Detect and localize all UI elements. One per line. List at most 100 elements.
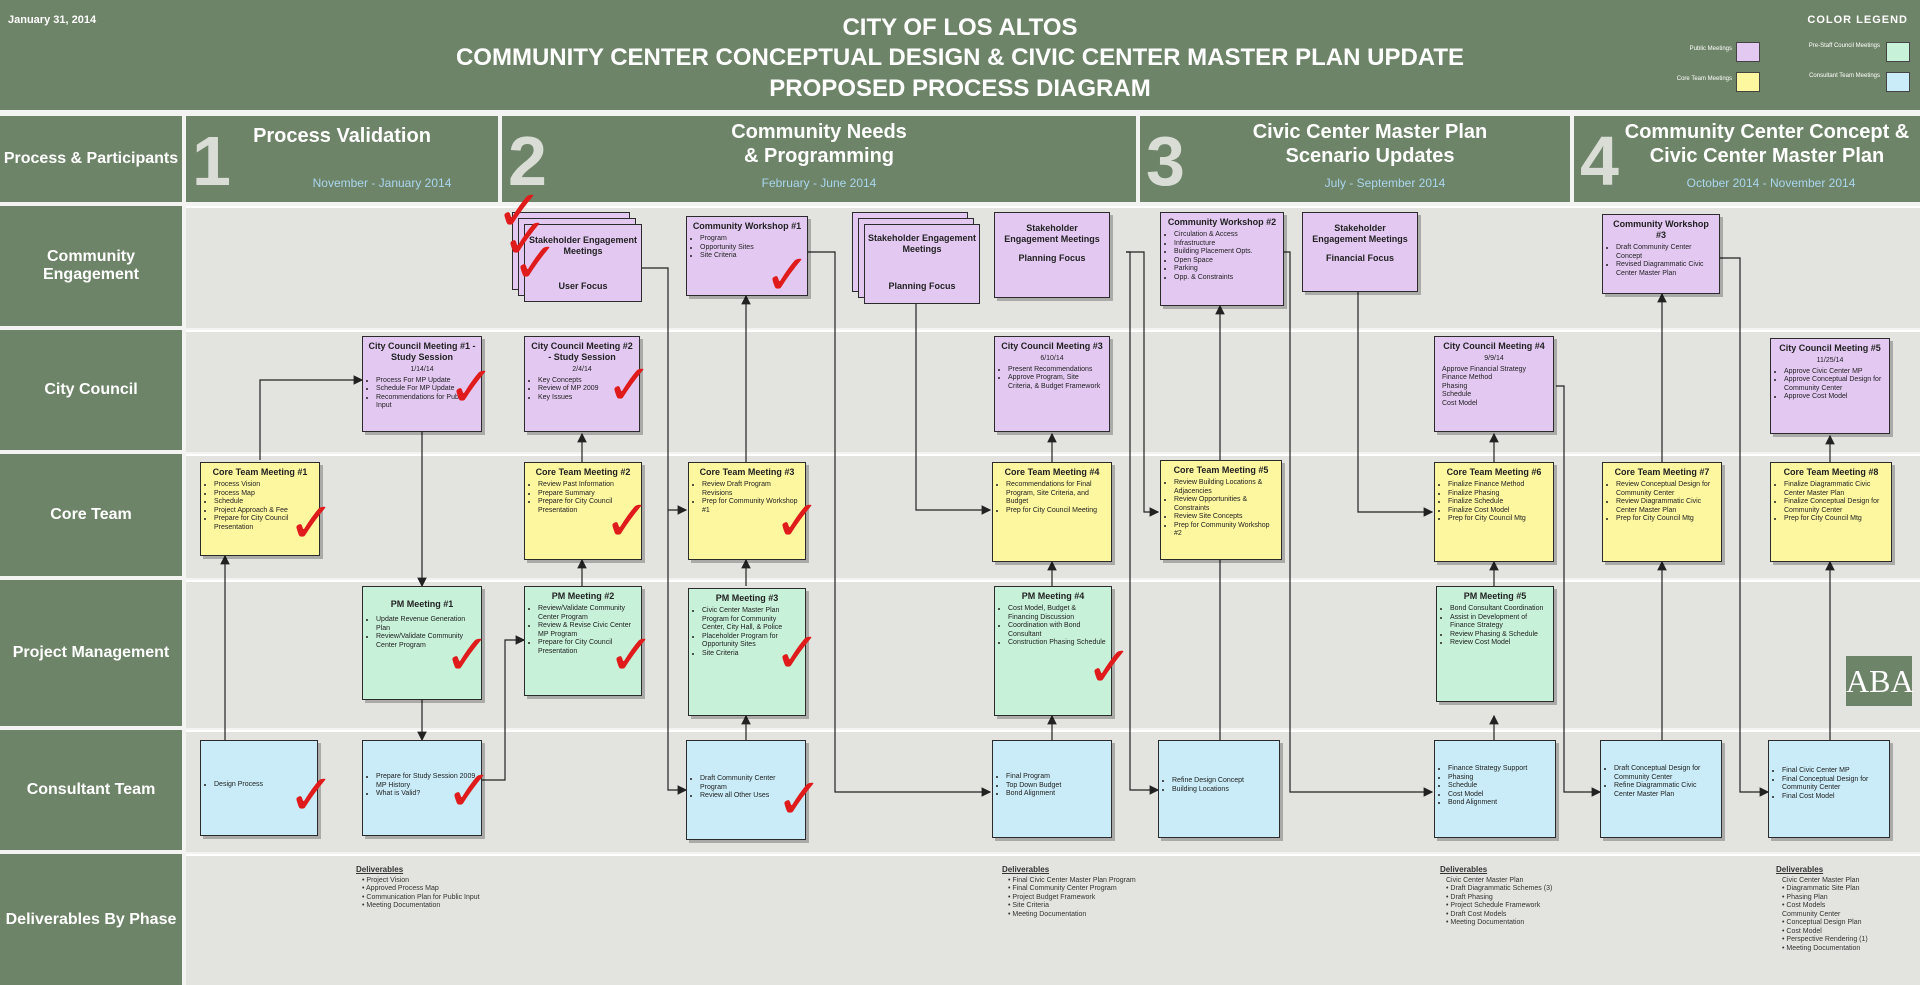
pm3-title: PM Meeting #3 [715, 593, 779, 603]
ct7-title: Core Team Meeting #7 [1614, 467, 1710, 477]
list-item: Review Site Concepts [1174, 513, 1276, 522]
phase-1-title: Process Validation [253, 125, 431, 147]
list-item: Refine Design Concept [1172, 777, 1274, 786]
cc4-title: City Council Meeting #4 [1443, 341, 1545, 351]
check-icon: ✓ [608, 623, 655, 688]
list-item: Present Recommendations [1008, 366, 1104, 375]
list-item: Review Diagrammatic Civic Center Master … [1616, 498, 1716, 515]
ct1-items: Process Vision Process Map Schedule Proj… [206, 481, 314, 532]
list-item: Process Map [214, 490, 314, 499]
check-icon: ✓ [764, 243, 811, 308]
stakeholder-4: Stakeholder Engagement Meetings Financia… [1302, 212, 1418, 292]
list-item: Review Cost Model [1450, 639, 1548, 648]
list-item: Update Revenue Generation Plan [376, 616, 476, 633]
check-icon: ✓ [604, 489, 651, 554]
ct6-items: Finalize Finance Method Finalize Phasing… [1440, 481, 1548, 524]
ct3-title: Core Team Meeting #3 [699, 467, 795, 477]
pm-meeting-5: PM Meeting #5 Bond Consultant Coordinati… [1436, 586, 1554, 702]
core-team-meeting-4: Core Team Meeting #4 Recommendations for… [992, 462, 1112, 562]
core-team-meeting-8: Core Team Meeting #8 Finalize Diagrammat… [1770, 462, 1892, 562]
list-item: Parking [1174, 265, 1278, 274]
phase-2-number: 2 [508, 122, 547, 200]
pm1-items: Update Revenue Generation Plan Review/Va… [368, 616, 476, 650]
ct4-title: Core Team Meeting #4 [1004, 467, 1100, 477]
city-council-meeting-4: City Council Meeting #4 9/9/14 Approve F… [1434, 336, 1554, 432]
check-icon: ✓ [448, 355, 495, 420]
list-item: Bond Consultant Coordination [1450, 605, 1548, 614]
color-legend: COLOR LEGEND Public Meetings Pre-Staff C… [1662, 10, 1912, 96]
phase-4-dates: October 2014 - November 2014 [1686, 176, 1856, 190]
community-workshop-3-title: Community Workshop #3 [1613, 219, 1709, 240]
list-item: Coordination with Bond Consultant [1008, 622, 1106, 639]
list-item: Review & Revise Civic Center MP Program [538, 622, 636, 639]
list-item: Civic Center Master Plan Program for Com… [702, 607, 800, 633]
city-council-meeting-1: City Council Meeting #1 - Study Session … [362, 336, 482, 432]
deliverables-phase-3: Deliverables Civic Center Master Plan • … [1440, 865, 1580, 928]
core-team-meeting-1: Core Team Meeting #1 Process Vision Proc… [200, 462, 320, 556]
check-icon: ✓ [774, 621, 821, 686]
pm-meeting-1: PM Meeting #1 Update Revenue Generation … [362, 586, 482, 700]
city-council-meeting-2: City Council Meeting #2 - Study Session … [524, 336, 640, 432]
list-item: Civic Center Master Plan [1782, 876, 1860, 884]
phase-1-number: 1 [192, 122, 231, 200]
list-item: • Conceptual Design Plan [1782, 919, 1862, 926]
list-item: Review Past Information [538, 481, 636, 490]
list-item: Final Civic Center MP [1782, 767, 1884, 776]
list-item: Finance Method [1442, 374, 1493, 381]
phase-1-dates: November - January 2014 [312, 176, 452, 190]
list-item: Opportunity Sites [700, 244, 802, 253]
list-item: Revised Diagrammatic Civic Center Master… [1616, 261, 1714, 278]
list-item: • Meeting Documentation [1782, 944, 1861, 952]
phase-3-title: Civic Center Master Plan Scenario Update… [1252, 121, 1488, 167]
check-icon: ✓ [606, 353, 653, 418]
ct6-title: Core Team Meeting #6 [1446, 467, 1542, 477]
row-label-deliverables: Deliverables By Phase [0, 854, 182, 985]
phase-4-title: Community Center Concept & Civic Center … [1624, 121, 1910, 167]
list-item: Review/Validate Community Center Program [538, 605, 636, 622]
list-item: Review/Validate Community Center Program [376, 633, 476, 650]
check-icon: ✓ [502, 207, 549, 272]
cc2-items: Key Concepts Review of MP 2009 Key Issue… [530, 377, 634, 403]
header-title-line1: CITY OF LOS ALTOS [842, 14, 1078, 41]
check-icon: ✓ [288, 763, 335, 828]
core-team-meeting-5: Core Team Meeting #5 Review Building Loc… [1160, 460, 1282, 560]
list-item: Process For MP Update [376, 377, 476, 386]
list-item: Review all Other Uses [700, 792, 800, 801]
stakeholder-2-stack-front: Stakeholder Engagement Meetings Planning… [864, 224, 980, 304]
list-item: • Meeting Documentation [1446, 919, 1525, 926]
list-item: Approve Financial Strategy [1442, 365, 1527, 373]
list-item: Review Draft Program Revisions [702, 481, 800, 498]
list-item: Circulation & Access [1174, 231, 1278, 240]
pm5-title: PM Meeting #5 [1463, 591, 1527, 601]
cc1-date: 1/14/14 [410, 366, 434, 373]
list-item: Open Space [1174, 257, 1278, 266]
legend-swatch-consultant [1886, 72, 1910, 92]
list-item: Final Conceptual Design for Community Ce… [1782, 776, 1884, 793]
check-icon: ✓ [512, 231, 559, 296]
ct7-items: Review Conceptual Design for Community C… [1608, 481, 1716, 524]
list-item: What is Valid? [376, 790, 476, 799]
list-item: Finalize Schedule [1448, 498, 1548, 507]
list-item: Final Program [1006, 773, 1106, 782]
stakeholder-3-title: Stakeholder Engagement Meetings [1004, 223, 1100, 244]
legend-swatch-core [1736, 72, 1760, 92]
cc5-items: Approve Civic Center MP Approve Conceptu… [1776, 368, 1884, 402]
c8-items: Final Civic Center MP Final Conceptual D… [1774, 767, 1884, 801]
list-item: Infrastructure [1174, 240, 1278, 249]
phase-4-number: 4 [1580, 122, 1619, 200]
deliverables-heading: Deliverables [1776, 865, 1824, 874]
c2-items: Prepare for Study Session 2009 MP Histor… [368, 773, 476, 799]
check-icon: ✓ [288, 491, 335, 556]
list-item: • Project Budget Framework [1008, 893, 1096, 901]
phase-3: 3 Civic Center Master Plan Scenario Upda… [1140, 116, 1570, 202]
list-item: Prepare for City Council Presentation [538, 639, 636, 656]
list-item: • Cost Models [1782, 902, 1826, 909]
list-item: Cost Model [1448, 791, 1550, 800]
phase-4: 4 Community Center Concept & Civic Cente… [1574, 116, 1920, 202]
legend-label-prestaff: Pre-Staff Council Meetings [1808, 43, 1880, 49]
c4-items: Final Program Top Down Budget Bond Align… [998, 773, 1106, 799]
list-item: Prep for City Council Mtg [1616, 515, 1716, 524]
phase-3-number: 3 [1146, 122, 1185, 200]
cc3-items: Present Recommendations Approve Program,… [1000, 366, 1104, 392]
cc1-title: City Council Meeting #1 - Study Session [368, 341, 476, 362]
